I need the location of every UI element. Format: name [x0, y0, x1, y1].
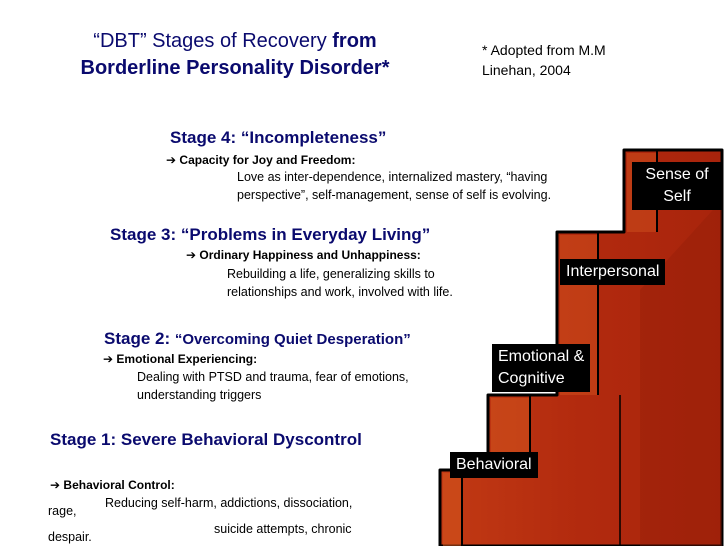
stage-4-sub: Capacity for Joy and Freedom: [179, 153, 356, 167]
stage-2-desc-line-1: Dealing with PTSD and trauma, fear of em… [137, 370, 409, 384]
stage-2-heading: Stage 2: “Overcoming Quiet Desperation” [104, 329, 411, 349]
arrow-icon: ➔ [186, 248, 197, 262]
stage-4-name: “Incompleteness” [240, 128, 387, 147]
stage-3-subheading: ➔ Ordinary Happiness and Unhappiness: [186, 248, 421, 262]
stage-2-subheading: ➔ Emotional Experiencing: [103, 352, 257, 366]
stair-shadow [640, 200, 722, 546]
self-line-1: Sense of [645, 166, 709, 183]
step-label-emotional-cognitive: Emotional & Cognitive [492, 344, 591, 392]
stage-1-heading: Stage 1: Severe Behavioral Dyscontrol [50, 430, 362, 450]
stage-1-subheading: ➔ Behavioral Control: [50, 478, 175, 492]
title-line-2: Borderline Personality Disorder* [80, 57, 390, 79]
citation-line-2: Linehan, 2004 [482, 62, 571, 78]
stage-3-name: “Problems in Everyday Living” [180, 225, 431, 244]
title-bold-word: from [332, 30, 377, 52]
step-label-interpersonal: Interpersonal [560, 259, 666, 285]
step-label-behavioral: Behavioral [450, 452, 538, 478]
stage-3-description: Rebuilding a life, generalizing skills t… [227, 265, 453, 301]
stage-1-desc-line-4: despair. [48, 530, 92, 544]
stage-2-name: “Overcoming Quiet Desperation” [174, 331, 411, 348]
arrow-icon: ➔ [166, 153, 177, 167]
emotional-line-2: Cognitive [498, 370, 565, 387]
step-label-sense-of-self: Sense of Self [632, 162, 722, 210]
stage-2-desc-line-2: understanding triggers [137, 388, 262, 402]
stage-4-desc-line-2: perspective”, self-management, sense of … [237, 188, 552, 202]
title-line-1: “DBT” Stages of Recovery from [40, 28, 430, 55]
stage-2-prefix: Stage 2: [104, 329, 175, 348]
stage-3-desc-line-2: relationships and work, involved with li… [227, 285, 453, 299]
stage-1-desc-line-1: Reducing self-harm, addictions, dissocia… [105, 496, 353, 510]
citation-note: * Adopted from M.M Linehan, 2004 [482, 40, 702, 80]
stage-3-sub: Ordinary Happiness and Unhappiness: [199, 248, 421, 262]
stage-4-heading: Stage 4: “Incompleteness” [170, 128, 386, 148]
stage-2-description: Dealing with PTSD and trauma, fear of em… [137, 368, 409, 404]
stage-3-prefix: Stage 3: [110, 225, 181, 244]
stage-4-prefix: Stage 4: [170, 128, 241, 147]
stage-1-desc-line-3: suicide attempts, chronic [214, 522, 352, 536]
stage-4-subheading: ➔ Capacity for Joy and Freedom: [166, 153, 355, 167]
stage-3-desc-line-1: Rebuilding a life, generalizing skills t… [227, 267, 435, 281]
stage-2-sub: Emotional Experiencing: [116, 352, 258, 366]
self-line-2: Self [663, 188, 691, 205]
emotional-line-1: Emotional & [498, 348, 585, 365]
step-face-1 [443, 473, 462, 546]
stage-4-description: Love as inter-dependence, internalized m… [237, 168, 551, 204]
stage-4-desc-line-1: Love as inter-dependence, internalized m… [237, 170, 548, 184]
stage-3-heading: Stage 3: “Problems in Everyday Living” [110, 225, 430, 245]
stage-1-desc-line-2: rage, [48, 504, 77, 518]
arrow-icon: ➔ [50, 478, 61, 492]
page-title: “DBT” Stages of Recovery from Borderline… [40, 28, 430, 82]
citation-line-1: * Adopted from M.M [482, 42, 606, 58]
title-text: “DBT” Stages of Recovery [93, 30, 333, 52]
stage-1-prefix: Stage 1: [50, 430, 121, 449]
arrow-icon: ➔ [103, 352, 114, 366]
stage-1-name: Severe Behavioral Dyscontrol [120, 430, 362, 449]
stage-1-sub: Behavioral Control: [63, 478, 175, 492]
